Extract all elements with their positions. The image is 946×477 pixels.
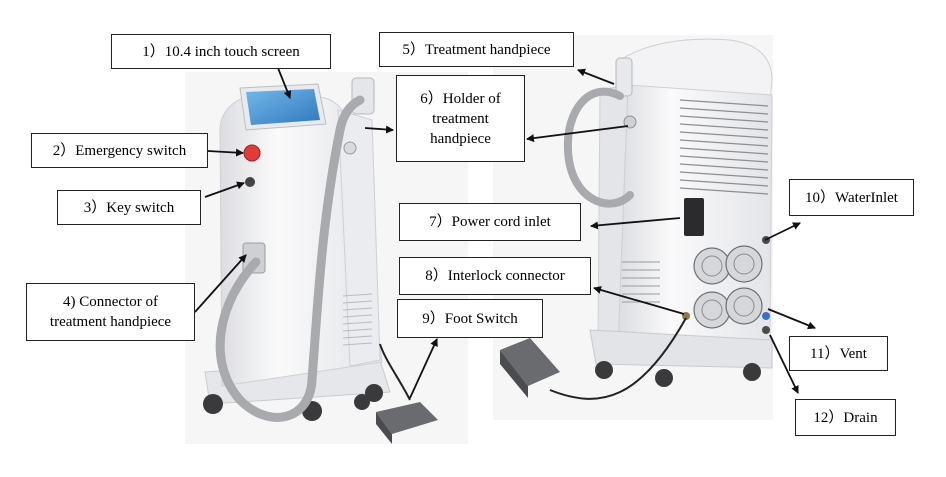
key-switch-icon <box>245 177 255 187</box>
wheel-icon <box>743 363 761 381</box>
arrow-connector <box>194 254 247 313</box>
wheel-icon <box>354 394 370 410</box>
front-device <box>203 77 438 444</box>
label-interlock-connector: 8）Interlock connector <box>399 257 591 295</box>
rear-device <box>500 38 773 400</box>
arrow-holder-front <box>364 125 394 134</box>
touch-screen-display <box>246 89 320 125</box>
arrow-interlock <box>593 286 685 315</box>
arrow-key-switch <box>204 181 245 198</box>
arrow-foot-switch <box>409 338 438 399</box>
label-foot-switch: 9）Foot Switch <box>397 299 543 338</box>
fan-icon <box>693 247 731 285</box>
wheel-icon <box>365 384 383 402</box>
fan-icon <box>725 287 763 325</box>
wheel-icon <box>203 394 223 414</box>
label-power-cord-inlet: 7）Power cord inlet <box>399 203 581 241</box>
arrow-vent <box>767 308 816 330</box>
fan-icon <box>693 291 731 329</box>
fan-icon <box>725 245 763 283</box>
arrow-water-inlet <box>764 222 801 241</box>
label-drain: 12）Drain <box>795 399 896 436</box>
wheel-icon <box>655 369 673 387</box>
arrow-touch-screen <box>277 67 292 99</box>
label-touch-screen: 1）10.4 inch touch screen <box>111 34 331 69</box>
label-treatment-handpiece: 5）Treatment handpiece <box>379 32 574 67</box>
arrow-holder <box>526 125 629 143</box>
vent-icon <box>762 312 770 320</box>
label-connector-handpiece: 4) Connector of treatment handpiece <box>26 283 195 341</box>
arrow-power <box>590 217 681 230</box>
wheel-icon <box>595 361 613 379</box>
arrow-handpiece <box>577 68 615 85</box>
arrow-drain <box>769 334 799 394</box>
drain-icon <box>762 326 770 334</box>
emergency-button-icon <box>243 144 261 162</box>
power-inlet-icon <box>684 198 704 236</box>
label-water-inlet: 10）WaterInlet <box>789 179 914 216</box>
label-holder-handpiece: 6）Holder of treatment handpiece <box>396 75 525 162</box>
arrow-emergency-switch <box>207 148 244 157</box>
callout-arrows <box>194 67 816 399</box>
label-key-switch: 3）Key switch <box>57 190 201 225</box>
label-emergency-switch: 2）Emergency switch <box>31 133 208 168</box>
label-vent: 11）Vent <box>789 336 888 371</box>
